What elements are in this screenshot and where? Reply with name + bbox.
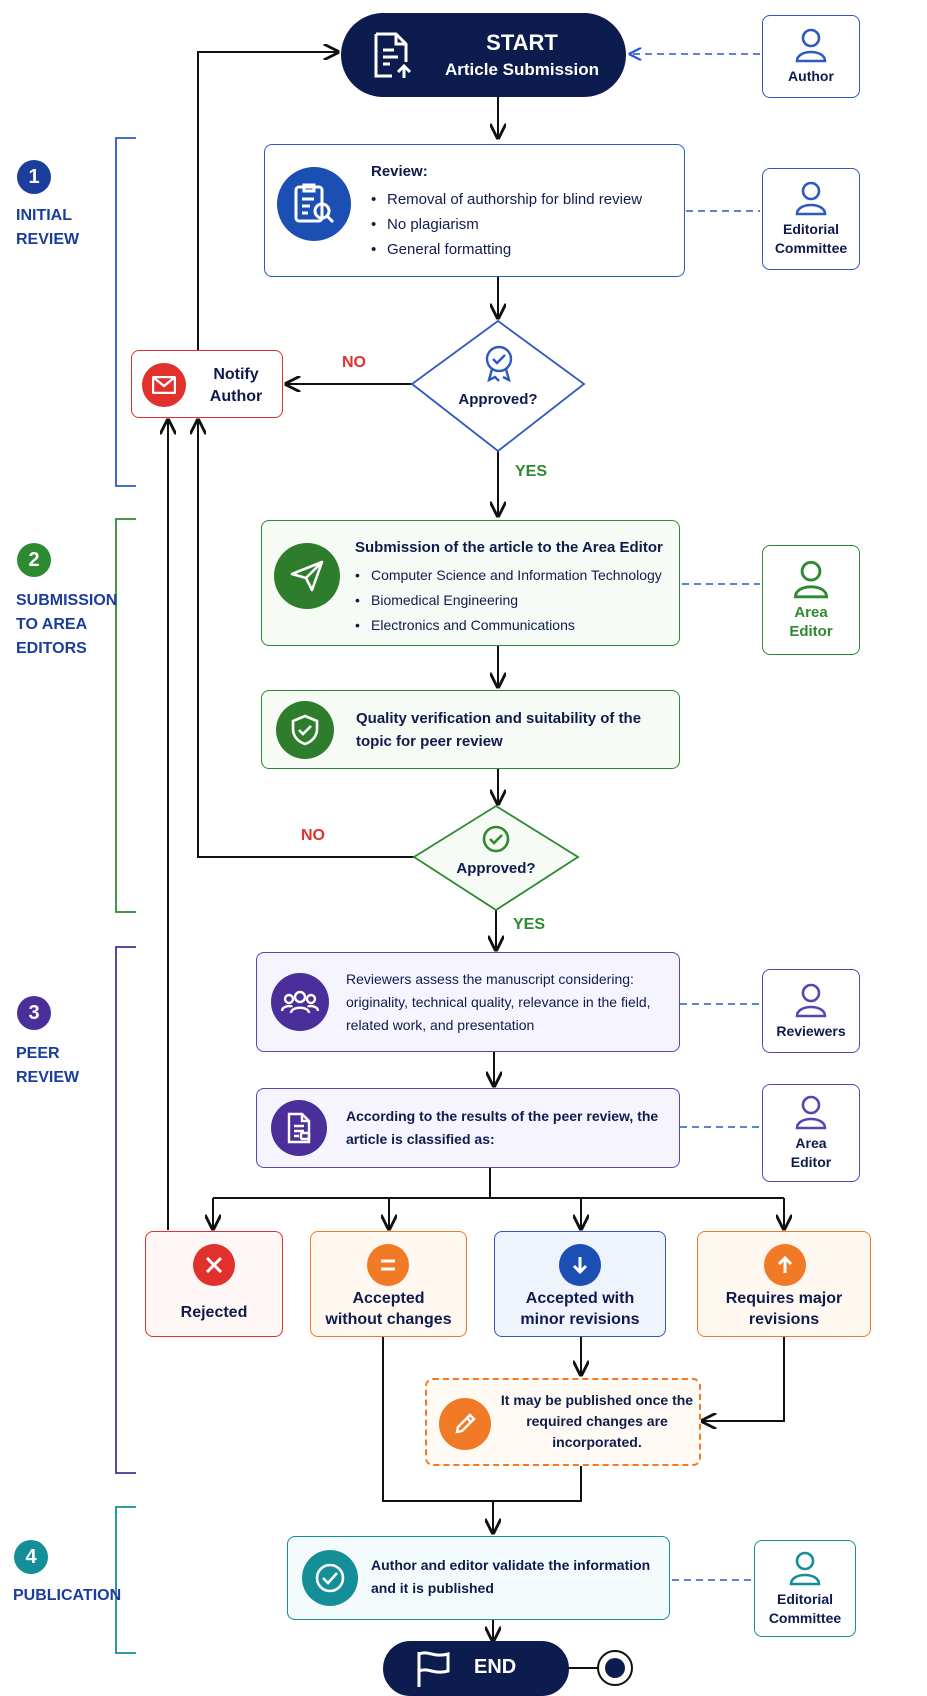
stage-4-label: PUBLICATION (13, 1587, 122, 1604)
person-icon (795, 1095, 827, 1130)
stage-2-number: 2 (17, 543, 51, 577)
reviewers-assess-box: Reviewers assess the manuscript consider… (256, 952, 680, 1052)
envelope-icon (142, 363, 186, 407)
actor-reviewers: Reviewers (762, 969, 860, 1053)
pencil-icon (439, 1398, 491, 1450)
outcome-accepted-label: Accepted without changes (325, 1290, 452, 1328)
decision-diamond-1 (410, 319, 586, 453)
edge-yes-1: YES (515, 463, 548, 480)
person-icon (789, 1551, 821, 1585)
actor-editorial-committee-1: Editorial Committee (762, 168, 860, 270)
publication-box: Author and editor validate the informati… (287, 1536, 670, 1620)
actor-editorial-committee-2: Editorial Committee (754, 1540, 856, 1637)
x-icon (193, 1244, 235, 1286)
initial-review-box: Review: Removal of authorship for blind … (264, 144, 685, 277)
actor-area-editor-2-label: Area Editor (790, 1135, 832, 1170)
actor-author: Author (762, 15, 860, 98)
badge-check-icon (482, 344, 516, 387)
outcome-rejected: Rejected (145, 1231, 283, 1337)
outcome-major: Requires major revisions (697, 1231, 871, 1337)
area-submission-title: Submission of the article to the Area Ed… (355, 539, 663, 556)
review-item: General formatting (371, 237, 642, 262)
people-group-icon (271, 973, 329, 1031)
outcome-accepted: Accepted without changes (310, 1231, 467, 1337)
area-submission-box: Submission of the article to the Area Ed… (261, 520, 680, 646)
stage-3-number: 3 (17, 996, 51, 1030)
arrow-down-icon (559, 1244, 601, 1286)
flag-icon (414, 1649, 452, 1694)
actor-area-editor-2: Area Editor (762, 1084, 860, 1182)
paper-plane-icon (274, 543, 340, 609)
equals-icon (367, 1244, 409, 1286)
review-item: Removal of authorship for blind review (371, 187, 642, 212)
end-label: END (474, 1656, 517, 1678)
stage-3-label: PEER REVIEW (16, 1045, 80, 1086)
person-icon (795, 983, 827, 1017)
classification-box: According to the results of the peer rev… (256, 1088, 680, 1168)
outcome-rejected-label: Rejected (180, 1304, 248, 1321)
quality-text: Quality verification and suitability of … (356, 710, 642, 750)
actor-area-editor-1-label: Area Editor (789, 604, 833, 640)
publish-once-text: It may be published once the required ch… (500, 1392, 694, 1450)
notify-author-label: Notify Author (209, 366, 263, 405)
stage-2-label: SUBMISSION TO AREA EDITORS (16, 592, 118, 657)
decision-2-label: Approved? (456, 860, 536, 877)
edge-yes-2: YES (513, 916, 546, 933)
stage-1-label: INITIAL REVIEW (16, 207, 80, 248)
actor-editorial-committee-2-label: Editorial Committee (768, 1590, 842, 1626)
area-item: Biomedical Engineering (355, 588, 662, 613)
document-upload-icon (370, 30, 416, 87)
outcome-major-label: Requires major revisions (725, 1290, 843, 1328)
area-list: Computer Science and Information Technol… (355, 563, 662, 638)
publication-text: Author and editor validate the informati… (371, 1557, 651, 1596)
document-list-icon (271, 1100, 327, 1156)
shield-check-icon (276, 701, 334, 759)
decision-1-label: Approved? (458, 391, 538, 408)
quality-verification-box: Quality verification and suitability of … (261, 690, 680, 769)
classification-text: According to the results of the peer rev… (346, 1108, 659, 1147)
notify-author-box: Notify Author (131, 350, 283, 418)
review-title: Review: (371, 163, 428, 180)
area-item: Electronics and Communications (355, 613, 662, 638)
arrow-up-icon (764, 1244, 806, 1286)
person-icon (795, 181, 827, 216)
person-icon (795, 28, 827, 63)
review-item: No plagiarism (371, 212, 642, 237)
start-subtitle: Article Submission (445, 60, 599, 79)
check-circle-icon (302, 1550, 358, 1606)
edge-no-2: NO (301, 827, 325, 844)
edge-no-1: NO (342, 354, 366, 371)
stage-1-number: 1 (17, 160, 51, 194)
actor-reviewers-label: Reviewers (776, 1022, 846, 1039)
actor-editorial-committee-1-label: Editorial Committee (774, 221, 848, 256)
reviewers-assess-text: Reviewers assess the manuscript consider… (346, 971, 651, 1033)
start-terminator: START Article Submission (341, 13, 626, 97)
start-title: START (486, 30, 558, 55)
stage-4-number: 4 (14, 1540, 48, 1574)
clipboard-search-icon (277, 167, 351, 241)
actor-author-label: Author (788, 68, 834, 84)
decision-diamond-2 (412, 804, 580, 912)
person-icon (793, 560, 829, 599)
outcome-minor-label: Accepted with minor revisions (520, 1290, 640, 1328)
review-list: Removal of authorship for blind review N… (371, 187, 642, 262)
end-terminator: END (383, 1641, 569, 1696)
area-item: Computer Science and Information Technol… (355, 563, 662, 588)
outcome-minor: Accepted with minor revisions (494, 1231, 666, 1337)
publish-once-box: It may be published once the required ch… (425, 1378, 701, 1466)
check-circle-icon (481, 824, 511, 859)
actor-area-editor-1: Area Editor (762, 545, 860, 655)
